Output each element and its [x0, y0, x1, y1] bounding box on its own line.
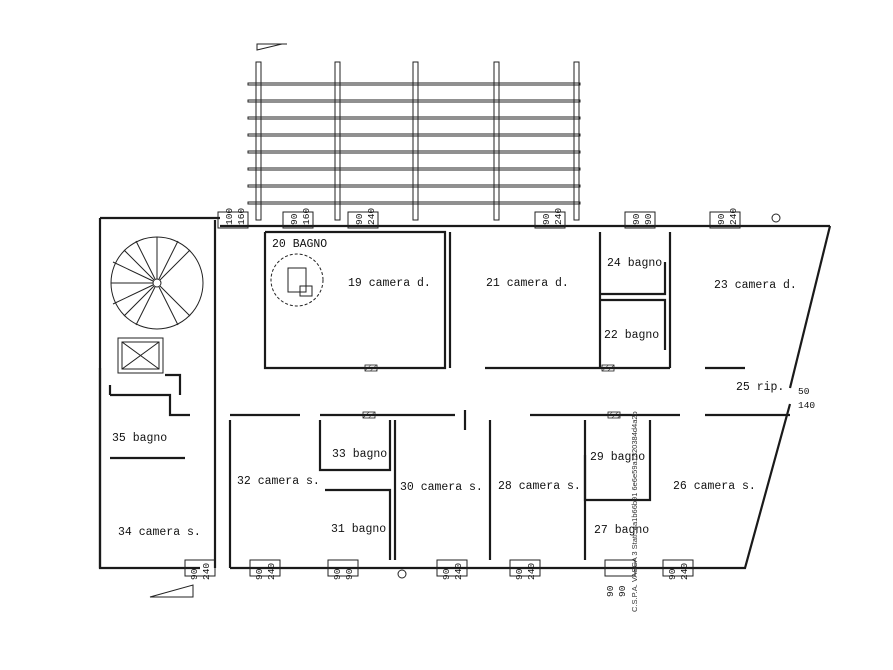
dim-bottom-1b: 240 [201, 563, 212, 580]
dim-bottom-2a: 90 [254, 568, 265, 580]
room-label-31: 31 bagno [331, 523, 386, 536]
interior-walls [108, 230, 790, 568]
bottom-windows [184, 559, 694, 577]
hatched-wall-1 [364, 364, 378, 372]
dim-top-3b: 240 [366, 208, 377, 225]
dim-bottom-7a: 90 [667, 568, 678, 580]
dim-top-5a: 90 [631, 213, 642, 225]
watermark-text: C.S.P.A. VASCA 3 Stati: 4a1b66b91 6e6e59… [630, 411, 639, 612]
dim-bottom-6b: 90 [617, 585, 628, 597]
dim-bottom-3a: 90 [332, 568, 343, 580]
dim-bottom-5b: 240 [526, 563, 537, 580]
column-marker-2 [397, 569, 407, 579]
dim-top-5b: 90 [643, 213, 654, 225]
dim-top-6b: 240 [728, 208, 739, 225]
dim-bottom-4b: 240 [453, 563, 464, 580]
dim-top-1b: 160 [236, 208, 247, 225]
dim-top-4b: 240 [553, 208, 564, 225]
room-label-27: 27 bagno [594, 524, 649, 537]
dim-right-b: 140 [798, 400, 815, 411]
room-label-32: 32 camera s. [237, 475, 320, 488]
dim-right-a: 50 [798, 386, 810, 397]
dim-bottom-4a: 90 [441, 568, 452, 580]
room-label-26: 26 camera s. [673, 480, 756, 493]
spiral-staircase [110, 236, 204, 330]
room-label-20: 20 BAGNO [272, 238, 327, 251]
dim-top-2a: 90 [289, 213, 300, 225]
pergola-grid [247, 43, 581, 221]
hatched-wall-2 [601, 364, 615, 372]
room-label-21: 21 camera d. [486, 277, 569, 290]
room-label-28: 28 camera s. [498, 480, 581, 493]
north-arrow [149, 584, 194, 598]
wheelchair-icon [270, 253, 324, 307]
column-marker-1 [771, 213, 781, 223]
room-label-35: 35 bagno [112, 432, 167, 445]
dim-top-2b: 160 [301, 208, 312, 225]
dim-bottom-1a: 90 [189, 568, 200, 580]
room-label-23: 23 camera d. [714, 279, 797, 292]
hatched-wall-3 [362, 411, 376, 419]
dim-top-1a: 100 [224, 208, 235, 225]
room-label-34: 34 camera s. [118, 526, 201, 539]
hatched-wall-4 [607, 411, 621, 419]
room-label-24: 24 bagno [607, 257, 662, 270]
dim-bottom-7b: 240 [679, 563, 690, 580]
dim-top-3a: 90 [354, 213, 365, 225]
room-label-30: 30 camera s. [400, 481, 483, 494]
top-windows [217, 211, 741, 229]
dim-bottom-3b: 90 [344, 568, 355, 580]
room-label-19: 19 camera d. [348, 277, 431, 290]
room-label-22: 22 bagno [604, 329, 659, 342]
room-label-29: 29 bagno [590, 451, 645, 464]
dim-top-4a: 90 [541, 213, 552, 225]
dim-bottom-2b: 240 [266, 563, 277, 580]
room-label-25: 25 rip. [736, 381, 784, 394]
elevator-shaft [117, 337, 164, 374]
outer-walls [98, 216, 832, 570]
dim-bottom-5a: 90 [514, 568, 525, 580]
room-label-33: 33 bagno [332, 448, 387, 461]
dim-top-6a: 90 [716, 213, 727, 225]
dim-bottom-6a: 90 [605, 585, 616, 597]
